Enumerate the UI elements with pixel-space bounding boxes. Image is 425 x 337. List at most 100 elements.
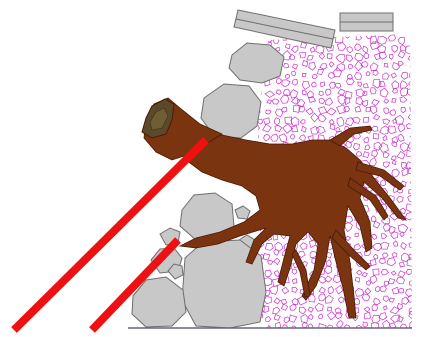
gravel-stone	[383, 296, 389, 302]
gravel-stone	[366, 33, 371, 38]
gravel-stone	[389, 298, 394, 302]
gravel-stone	[345, 34, 350, 39]
gravel-stone	[380, 286, 387, 292]
gravel-stone	[410, 64, 415, 69]
gravel-stone	[326, 295, 334, 303]
gravel-stone	[306, 108, 313, 115]
gravel-stone	[400, 45, 406, 51]
gravel-stone	[307, 56, 313, 61]
gravel-stone	[302, 90, 306, 95]
gravel-stone	[274, 298, 280, 304]
gravel-stone	[409, 311, 417, 319]
gravel-stone	[408, 168, 414, 174]
gravel-stone	[355, 73, 362, 80]
gravel-stone	[268, 260, 273, 264]
gravel-stone	[312, 74, 317, 79]
gravel-stone	[309, 63, 316, 71]
gravel-stone	[408, 55, 414, 60]
gravel-stone	[254, 135, 259, 140]
gravel-stone	[282, 287, 289, 294]
gravel-stone	[373, 254, 378, 259]
gravel-stone	[365, 145, 370, 150]
gravel-stone	[383, 320, 391, 328]
gravel-stone	[370, 259, 376, 265]
gravel-stone	[379, 259, 385, 264]
gravel-stone	[333, 276, 340, 283]
gravel-stone	[264, 134, 270, 141]
gravel-stone	[285, 44, 290, 49]
gravel-stone	[329, 72, 335, 78]
gravel-stone	[356, 152, 362, 157]
gravel-stone	[383, 136, 387, 141]
gravel-stone	[371, 126, 378, 131]
gravel-stone	[401, 73, 408, 80]
gravel-stone	[319, 287, 325, 293]
gravel-stone	[345, 223, 353, 232]
gravel-stone	[302, 81, 309, 89]
gravel-stone	[372, 150, 378, 156]
gravel-stone	[406, 123, 411, 128]
gravel-stone	[337, 64, 345, 71]
gravel-stone	[405, 46, 414, 55]
gravel-stone	[373, 244, 382, 251]
gravel-stone	[302, 61, 308, 67]
gravel-stone	[266, 110, 271, 114]
gravel-stone	[363, 152, 369, 158]
gravel-stone	[337, 321, 344, 328]
gravel-stone	[264, 36, 273, 43]
gravel-stone	[363, 46, 368, 53]
gravel-stone	[383, 73, 390, 79]
gravel-stone	[292, 46, 299, 53]
gravel-stone	[387, 258, 396, 266]
gravel-stone	[319, 107, 327, 114]
gravel-stone	[406, 270, 411, 275]
gravel-stone	[356, 35, 362, 41]
gravel-stone	[327, 108, 336, 115]
gravel-stone	[374, 142, 382, 150]
gravel-stone	[281, 95, 289, 104]
gravel-stone	[380, 180, 385, 186]
gravel-stone	[355, 278, 359, 283]
gravel-stone	[372, 305, 378, 311]
gravel-stone	[355, 106, 361, 112]
gravel-stone	[409, 82, 413, 86]
gravel-stone	[398, 124, 404, 132]
gravel-stone	[392, 160, 396, 164]
gravel-stone	[318, 114, 326, 122]
gravel-stone	[316, 126, 325, 133]
gravel-stone	[282, 80, 291, 87]
gravel-stone	[309, 240, 316, 247]
gravel-stone	[397, 152, 405, 160]
gravel-stone	[398, 271, 405, 278]
gravel-stone	[334, 68, 342, 77]
gravel-stone	[328, 287, 334, 294]
boulder-pebble-1	[235, 206, 250, 219]
gravel-stone	[392, 98, 396, 102]
gravel-stone	[398, 37, 405, 44]
gravel-stone	[321, 82, 325, 87]
gravel-stone	[410, 228, 416, 233]
gravel-stone	[310, 47, 315, 52]
gravel-stone	[266, 316, 271, 321]
gravel-stone	[410, 72, 415, 77]
gravel-stone	[274, 315, 280, 321]
gravel-stone	[355, 53, 364, 60]
gravel-stone	[330, 120, 334, 124]
gravel-stone	[393, 241, 398, 246]
gravel-stone	[276, 90, 281, 95]
gravel-stone	[396, 277, 404, 284]
gravel-stone	[357, 270, 363, 275]
gravel-stone	[265, 91, 274, 98]
gravel-stone	[308, 307, 313, 312]
gravel-stone	[346, 141, 352, 147]
gravel-stone	[300, 120, 305, 125]
gravel-stone	[353, 143, 359, 150]
gravel-stone	[388, 35, 395, 41]
gravel-stone	[335, 83, 341, 88]
gravel-stone	[275, 125, 282, 131]
gravel-stone	[302, 73, 306, 77]
gravel-stone	[372, 234, 377, 239]
gravel-stone	[362, 100, 367, 106]
gravel-stone	[292, 279, 297, 284]
gravel-stone	[325, 98, 333, 105]
